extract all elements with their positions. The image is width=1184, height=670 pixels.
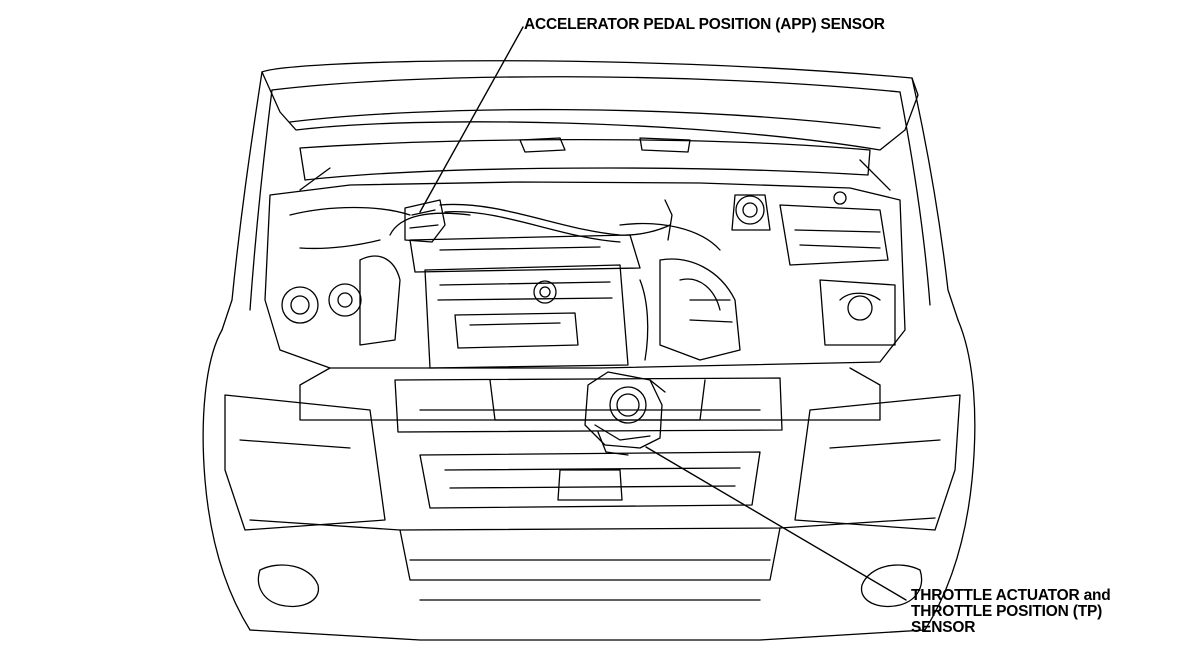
engine-bay — [264, 181, 906, 369]
throttle-tp-sensor-callout: THROTTLE ACTUATOR and THROTTLE POSITION … — [911, 587, 1111, 636]
app-sensor-harness — [299, 199, 673, 250]
throttle-body — [584, 371, 666, 456]
leader-lines — [419, 26, 907, 601]
fenders — [202, 71, 976, 631]
engine-block — [359, 212, 741, 369]
headlights — [224, 394, 961, 531]
app-sensor-callout: ACCELERATOR PEDAL POSITION (APP) SENSOR — [524, 16, 885, 33]
hood — [261, 60, 919, 191]
front-bumper — [249, 517, 936, 641]
front-grille — [299, 367, 881, 509]
